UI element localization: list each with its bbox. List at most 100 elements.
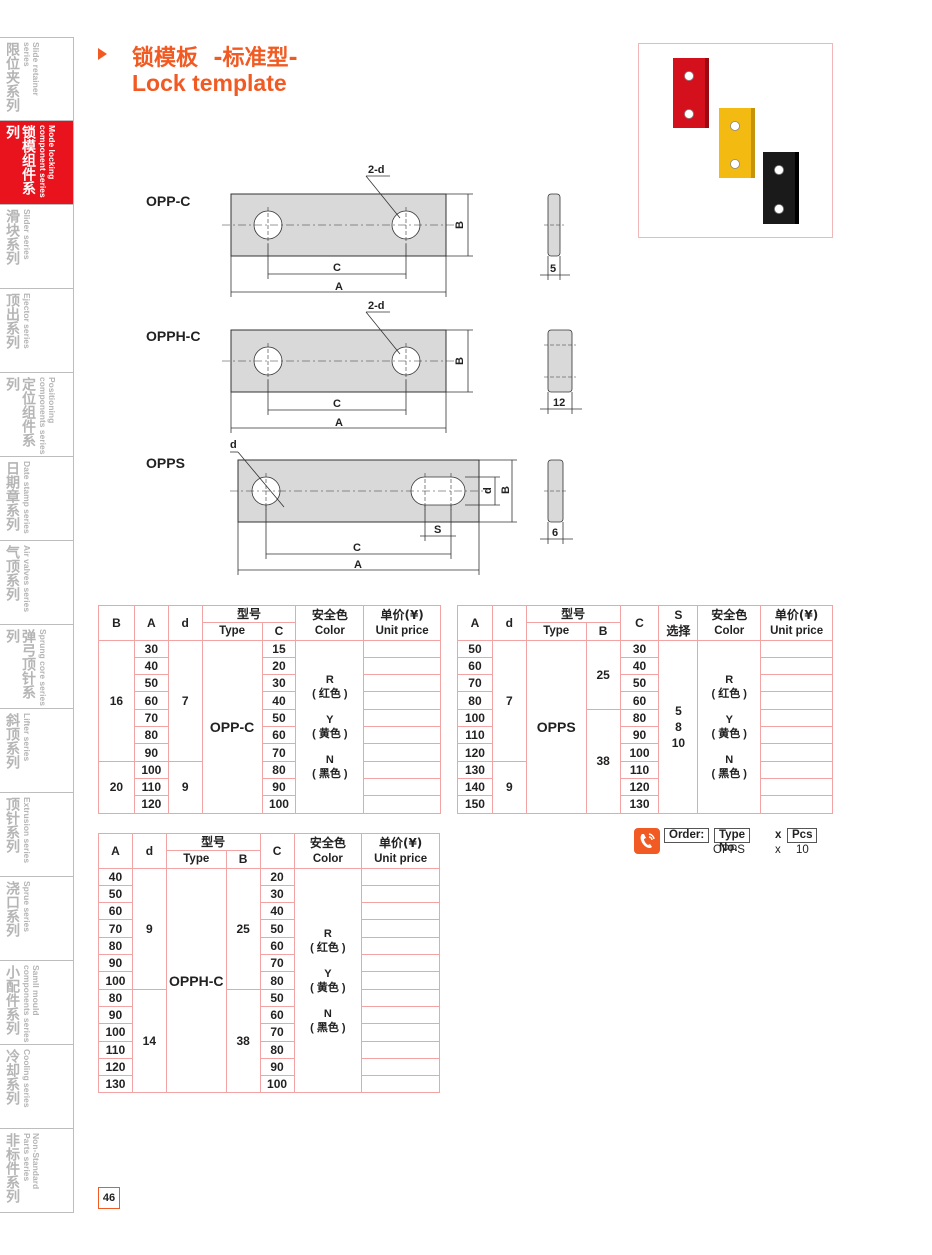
cell-c: 100 xyxy=(261,795,297,814)
sidebar-item-en: Date stamp series xyxy=(22,461,32,534)
cell-price xyxy=(361,1057,440,1077)
sidebar-item-en: Slider series xyxy=(22,209,32,260)
cell-a: 100 xyxy=(133,760,169,779)
technical-drawings: 2-d C A B 5 2-d C A B 12 d S C A d B 6 xyxy=(222,164,582,575)
dim-label-b: B xyxy=(500,486,512,494)
sidebar-item-cn: 浇口系列 xyxy=(4,881,20,937)
col-header-d: d xyxy=(167,605,203,641)
plate-hole xyxy=(730,159,740,169)
order-example-times: x xyxy=(775,844,781,856)
sidebar-item-en: Ejector series xyxy=(22,293,32,349)
plate-hole xyxy=(684,71,694,81)
cell-price xyxy=(361,902,440,921)
cell-price xyxy=(363,656,441,676)
cell-type: OPP-C xyxy=(201,639,263,814)
sidebar-item-en: Lifter series xyxy=(22,713,32,762)
plate-hole xyxy=(730,121,740,131)
cell-a: 50 xyxy=(133,674,169,693)
cell-price xyxy=(760,795,833,814)
dim-label-holes: 2-d xyxy=(368,164,385,176)
cell-price xyxy=(361,1075,440,1094)
col-header-type-en: Type xyxy=(165,850,227,869)
cell-a: 40 xyxy=(98,867,133,886)
cell-b: 16 xyxy=(98,639,135,762)
cell-a: 70 xyxy=(98,919,133,938)
dim-label-d: d xyxy=(230,439,237,451)
sidebar-item-en: Mode locking component series xyxy=(38,125,57,198)
cell-c: 60 xyxy=(619,691,660,710)
sidebar-item-cn: 滑块系列 xyxy=(4,209,20,265)
cell-a: 60 xyxy=(457,656,493,676)
cell-a: 110 xyxy=(133,777,169,797)
cell-price xyxy=(361,936,440,956)
cell-price xyxy=(361,1023,440,1042)
cell-b: 38 xyxy=(225,988,261,1094)
sidebar-item-cn: 非标件系列 xyxy=(4,1133,20,1203)
cell-a: 110 xyxy=(457,726,493,745)
order-pcs-field: Pcs xyxy=(787,828,818,843)
cell-price xyxy=(363,777,441,797)
col-header-type-en: Type xyxy=(201,622,263,641)
col-header-a: A xyxy=(98,833,133,869)
cell-price xyxy=(361,867,440,886)
cell-b: 25 xyxy=(585,639,621,710)
col-header-d: d xyxy=(491,605,527,641)
sidebar-item-cn: 弹弓顶针系列 xyxy=(4,629,36,699)
cell-price xyxy=(361,988,440,1007)
cell-price xyxy=(760,691,833,710)
dim-label-thickness: 12 xyxy=(553,397,565,409)
col-header-price: 单价(¥)Unit price xyxy=(363,605,441,641)
cell-a: 100 xyxy=(98,1023,133,1042)
cell-d: 9 xyxy=(131,867,167,990)
title-arrow-icon xyxy=(98,48,107,60)
cell-c: 100 xyxy=(619,743,660,762)
cell-price xyxy=(363,726,441,745)
dim-label-a: A xyxy=(354,559,362,571)
dim-label-thickness: 5 xyxy=(550,263,556,275)
dim-label-s: S xyxy=(434,524,441,536)
sidebar-item-en: Sprue series xyxy=(22,881,32,933)
order-label: Order: xyxy=(664,828,710,843)
col-header-price: 单价(¥)Unit price xyxy=(361,833,440,869)
sidebar-item-cn: 限位夹系列 xyxy=(4,42,20,112)
dim-label-c: C xyxy=(353,542,361,554)
cell-a: 100 xyxy=(98,971,133,990)
cell-b: 20 xyxy=(98,760,135,814)
cell-price xyxy=(361,884,440,904)
model-label-opps: OPPS xyxy=(146,455,185,471)
cell-c: 90 xyxy=(619,726,660,745)
col-header-price: 单价(¥)Unit price xyxy=(760,605,833,641)
